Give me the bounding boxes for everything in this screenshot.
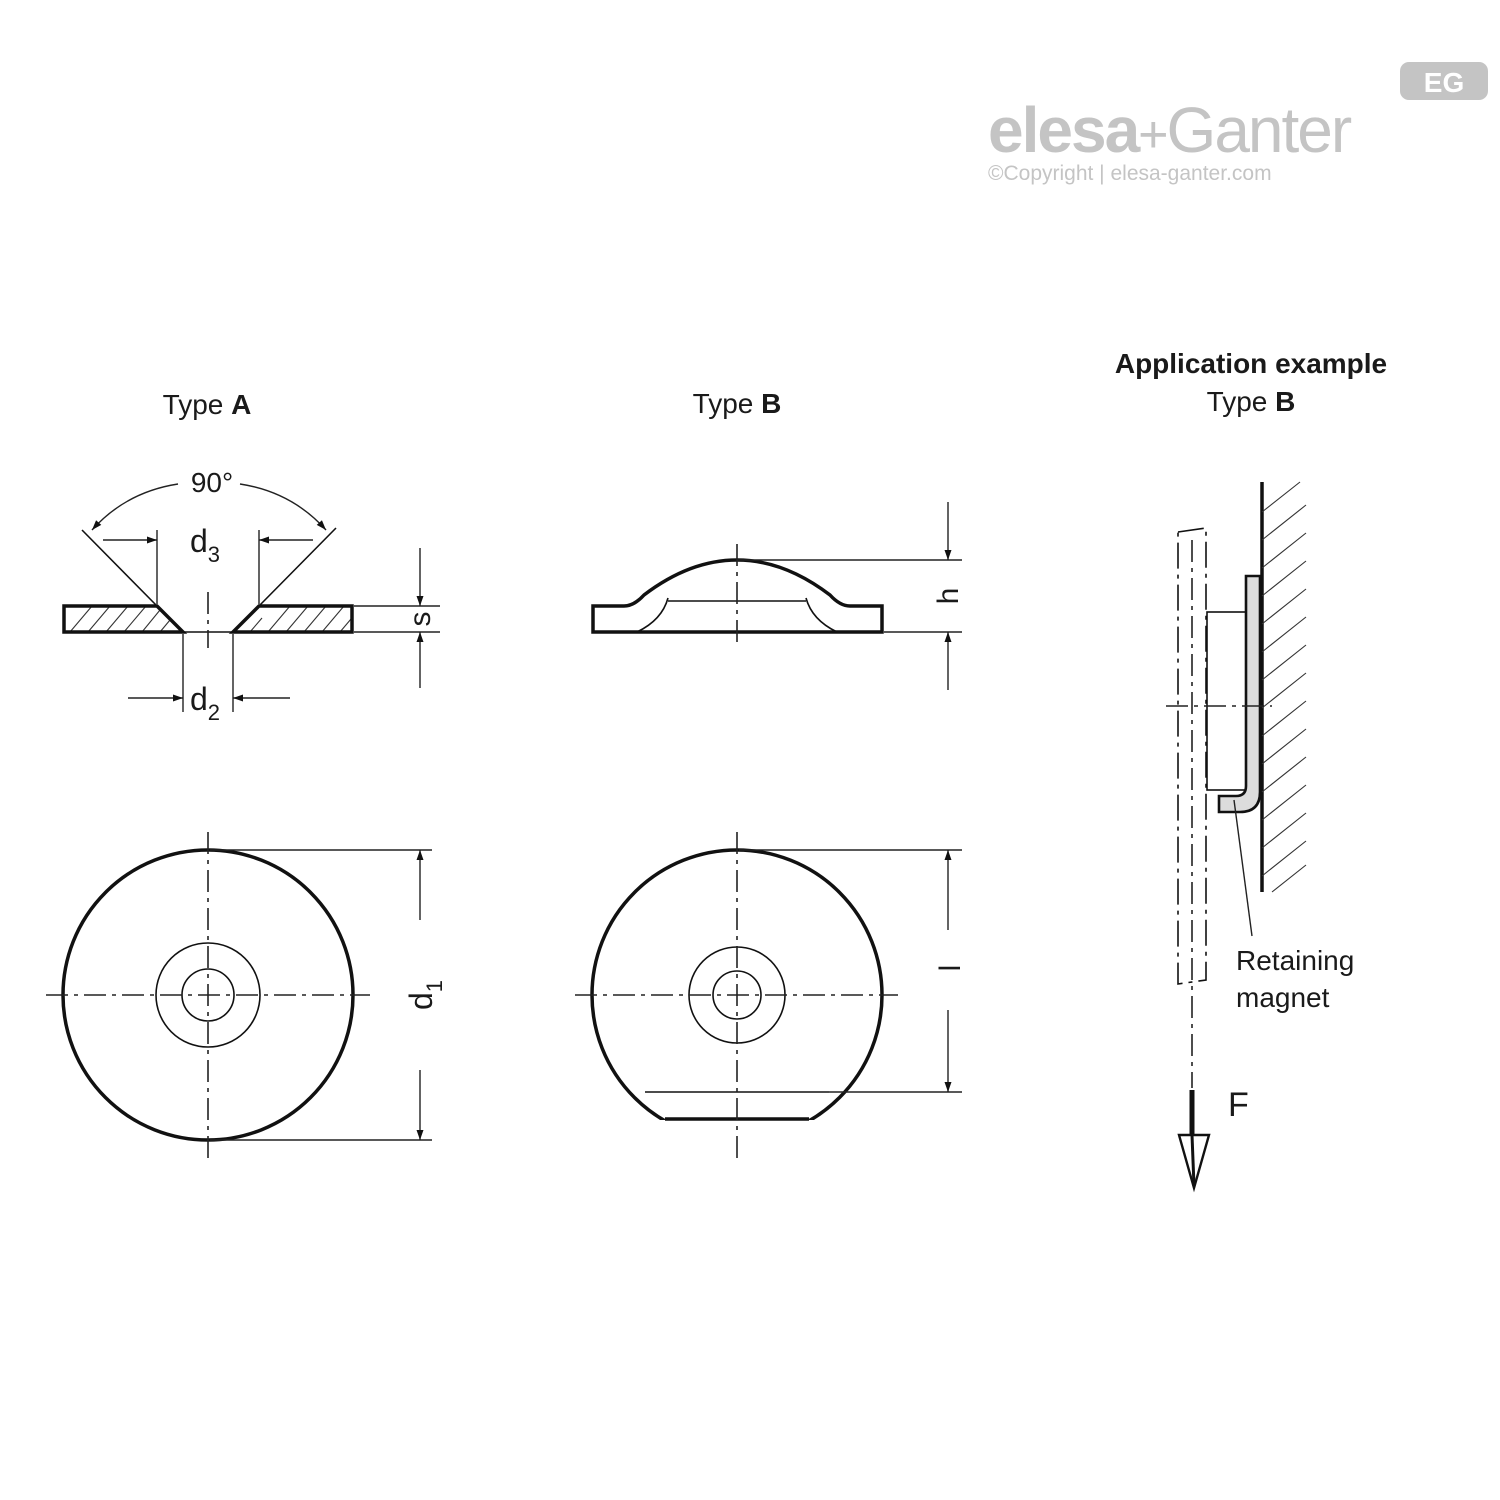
d1-label: d1 bbox=[403, 980, 447, 1010]
type-a-right-section bbox=[228, 604, 354, 634]
magnet-label-line1: Retaining bbox=[1236, 945, 1354, 976]
d2-label: d2 bbox=[190, 681, 220, 725]
force-label: F bbox=[1228, 1086, 1249, 1124]
h-label: h bbox=[932, 588, 965, 605]
s-label: s bbox=[404, 612, 437, 627]
washer-type-b bbox=[1217, 574, 1262, 814]
type-a-countersink-circle bbox=[155, 942, 261, 1048]
wall-hatching bbox=[1261, 481, 1307, 893]
type-a-title: Type A bbox=[163, 389, 252, 420]
magnet-leader-line bbox=[1233, 799, 1253, 937]
type-b-side-view: h bbox=[591, 502, 965, 690]
section-hatching bbox=[69, 605, 352, 633]
d3-label: d3 bbox=[190, 523, 220, 567]
type-a-section-view: 90° d3 d2 s bbox=[62, 467, 440, 725]
type-b-plan-view: l bbox=[575, 832, 967, 1158]
brand-logo: EG elesa+Ganter ©Copyright | elesa-gante… bbox=[988, 62, 1488, 185]
brand-name-right: Ganter bbox=[1167, 94, 1352, 166]
magnet-label-line2: magnet bbox=[1236, 982, 1330, 1013]
svg-text:elesa+Ganter: elesa+Ganter bbox=[988, 94, 1352, 166]
angle-arc bbox=[91, 483, 179, 531]
retaining-magnet bbox=[1206, 611, 1248, 791]
door-panel bbox=[1177, 527, 1207, 985]
eg-badge-text: EG bbox=[1424, 67, 1464, 98]
l-label: l bbox=[934, 965, 967, 972]
copyright-text: ©Copyright | elesa-ganter.com bbox=[988, 162, 1272, 185]
angle-label: 90° bbox=[191, 467, 233, 498]
type-b-title: Type B bbox=[693, 388, 782, 419]
brand-plus: + bbox=[1138, 106, 1166, 164]
type-b-bore-circle bbox=[712, 970, 762, 1020]
force-arrow bbox=[1177, 1090, 1211, 1193]
type-a-plan-view: d1 bbox=[46, 832, 447, 1158]
application-example-view: Retaining magnet F bbox=[1166, 481, 1354, 1193]
eg-badge: EG bbox=[1400, 62, 1488, 100]
type-a-left-section bbox=[62, 604, 188, 634]
brand-name-left: elesa bbox=[988, 94, 1141, 166]
application-type-title: Type B bbox=[1207, 386, 1296, 417]
application-example-title: Application example bbox=[1115, 348, 1387, 379]
